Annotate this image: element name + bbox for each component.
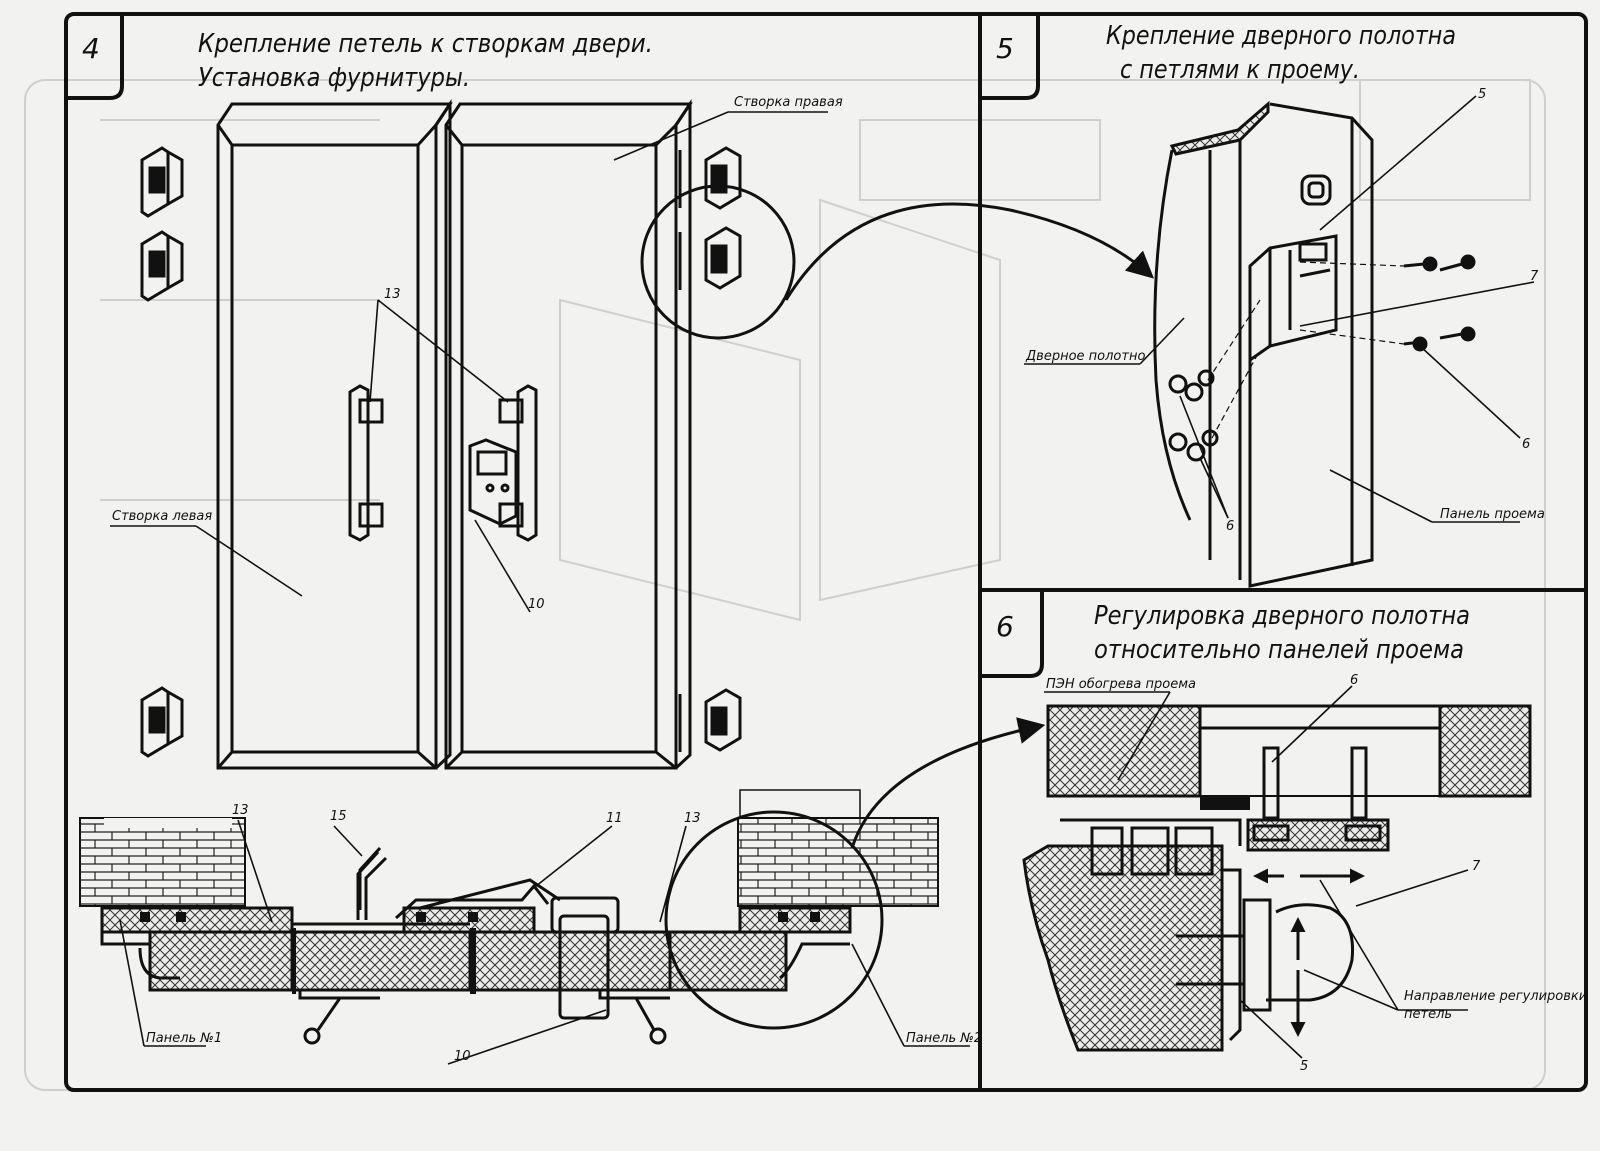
screws-left (1168, 369, 1219, 462)
double-door (216, 99, 693, 770)
hinge-mounted (1248, 234, 1338, 363)
callout-p5-6-right: 6 (1522, 437, 1530, 452)
outer-frame (64, 12, 1588, 1092)
panel-6: 6 Регулировка дверного полотна относител… (980, 590, 1587, 1074)
panel-5-number: 5 (996, 32, 1014, 65)
callout-p6-7: 7 (1472, 859, 1481, 874)
callout-11: 11 (606, 811, 623, 826)
callout-p5-5: 5 (1478, 87, 1486, 102)
panel-6-number: 6 (996, 610, 1014, 643)
hinge-icon (678, 688, 742, 752)
label-panel-2: Панель №2 (906, 1031, 982, 1046)
label-right-leaf: Створка правая (734, 95, 843, 110)
right-handle (516, 384, 538, 542)
panel-5-title-line2: с петлями к проему. (1120, 55, 1360, 85)
door-panel-section-1 (100, 906, 294, 934)
label-left-leaf: Створка левая (112, 509, 212, 524)
top-panel-right (1438, 704, 1532, 798)
handle-15-section (356, 850, 388, 920)
callout-13-b: 13 (684, 811, 701, 826)
mounted-hinges-right (678, 146, 742, 752)
label-panel-1: Панель №1 (146, 1031, 222, 1046)
detail-circle-hinge (640, 184, 796, 340)
callout-10-bottom: 10 (454, 1049, 471, 1064)
panel-4: 4 Крепление петель к створкам двери. Уст… (66, 14, 1155, 1065)
panel-6-title-line2: относительно панелей проема (1094, 635, 1464, 665)
detail-arrow-to-panel-6 (850, 717, 1046, 849)
panel-5-number-box (980, 14, 1040, 100)
callout-p5-6-bottom: 6 (1226, 519, 1234, 534)
callout-p5-7: 7 (1530, 269, 1539, 284)
callout-13-a: 13 (232, 803, 249, 818)
door-panel-section-3 (472, 930, 672, 992)
detail-arrow-to-panel-5 (784, 202, 1155, 301)
panel-4-leaders (110, 111, 828, 613)
label-heater: ПЭН обогрева проема (1046, 677, 1196, 692)
door-panel-section-2 (290, 930, 472, 992)
panel-5-title-line1: Крепление дверного полотна (1106, 21, 1456, 51)
plan-section: 13 15 11 13 10 Панель №1 Панель №2 (79, 717, 1046, 1065)
label-opening-panel: Панель проема (1440, 507, 1545, 522)
door-leaf-edge (1208, 140, 1242, 580)
panel-4-number: 4 (82, 32, 100, 65)
door-leaf-section (1022, 844, 1224, 1052)
callout-p6-6: 6 (1350, 673, 1358, 688)
loose-hinges-left (140, 146, 184, 758)
panel-6-title-line1: Регулировка дверного полотна (1094, 601, 1470, 631)
panel-4-title-line1: Крепление петель к створкам двери. (198, 29, 653, 59)
adjustment-section: ПЭН обогрева проема 6 7 5 Направление ре… (1022, 673, 1587, 1074)
left-leaf-outline (216, 102, 453, 770)
panel-6-number-box (980, 590, 1044, 678)
wall-left-brick (79, 817, 246, 907)
label-door-leaf: Дверное полотно (1025, 349, 1145, 364)
hinge-loop (1266, 903, 1355, 1002)
callout-p6-5: 5 (1300, 1059, 1308, 1074)
opening-panel (1248, 102, 1374, 588)
label-adjust-line1: Направление регулировки (1404, 989, 1587, 1004)
panel-4-title-line2: Установка фурнитуры. (198, 63, 470, 93)
label-adjust-line2: петель (1404, 1007, 1452, 1022)
panel-5-leaders (1024, 95, 1535, 523)
hinge-icon (140, 146, 184, 218)
screws-right (1403, 254, 1476, 352)
callout-15: 15 (330, 809, 347, 824)
door-jamb-3d (1153, 100, 1476, 588)
panel-5: 5 Крепление дверного полотна с петлями к… (980, 14, 1545, 588)
hinge-icon (140, 230, 184, 302)
hinge-icon (678, 226, 742, 290)
detail-circle-section (664, 810, 884, 1030)
right-leaf-outline (444, 102, 693, 770)
lock-body (468, 438, 518, 526)
left-handle (348, 384, 370, 542)
callout-13-top: 13 (384, 287, 401, 302)
hinge-icon (140, 686, 184, 758)
callout-10-top: 10 (528, 597, 545, 612)
top-panel-left (1046, 704, 1202, 798)
panel-4-number-box (66, 14, 124, 100)
